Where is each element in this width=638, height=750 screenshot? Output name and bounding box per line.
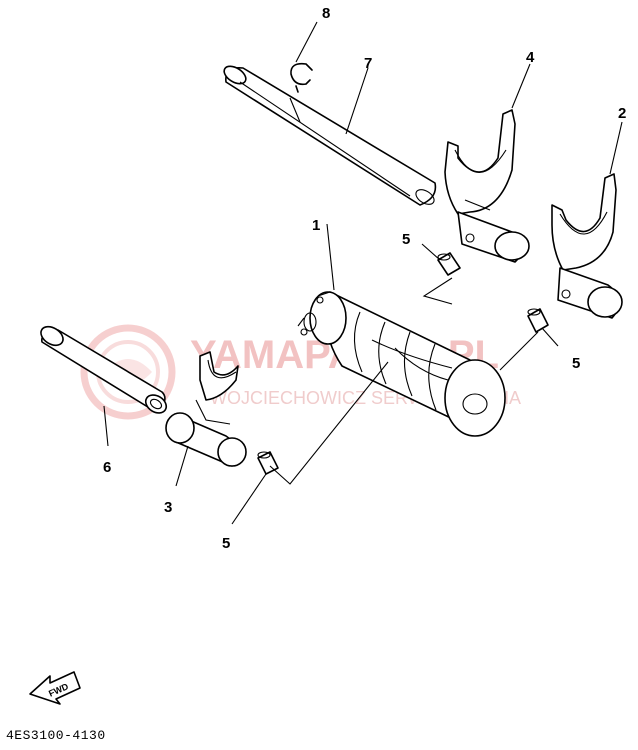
callout-5-a: 5 <box>402 231 410 248</box>
part-5-pin-a <box>437 252 461 276</box>
callouts: 1 2 3 4 5 5 5 6 7 8 <box>103 5 626 552</box>
part-3-shift-fork <box>165 351 247 467</box>
callout-6: 6 <box>103 459 111 476</box>
part-6-sleeve <box>40 325 168 414</box>
callout-8: 8 <box>322 5 330 22</box>
callout-2: 2 <box>618 105 626 122</box>
diagram-code: 4ES3100-4130 <box>6 728 106 743</box>
callout-3: 3 <box>164 499 172 516</box>
part-8-circlip <box>290 62 313 93</box>
callout-5-b: 5 <box>572 355 580 372</box>
part-4-shift-fork <box>444 109 530 263</box>
fwd-arrow-icon: FWD <box>29 671 81 705</box>
callout-1: 1 <box>312 217 320 234</box>
callout-4: 4 <box>526 49 535 66</box>
part-1-shift-cam <box>297 291 506 437</box>
part-7-guide-bar <box>223 65 437 206</box>
part-5-pin-b <box>527 308 549 333</box>
callout-5-c: 5 <box>222 535 230 552</box>
part-2-shift-fork <box>551 173 623 319</box>
leader-lines <box>103 21 623 525</box>
callout-7: 7 <box>364 55 372 72</box>
